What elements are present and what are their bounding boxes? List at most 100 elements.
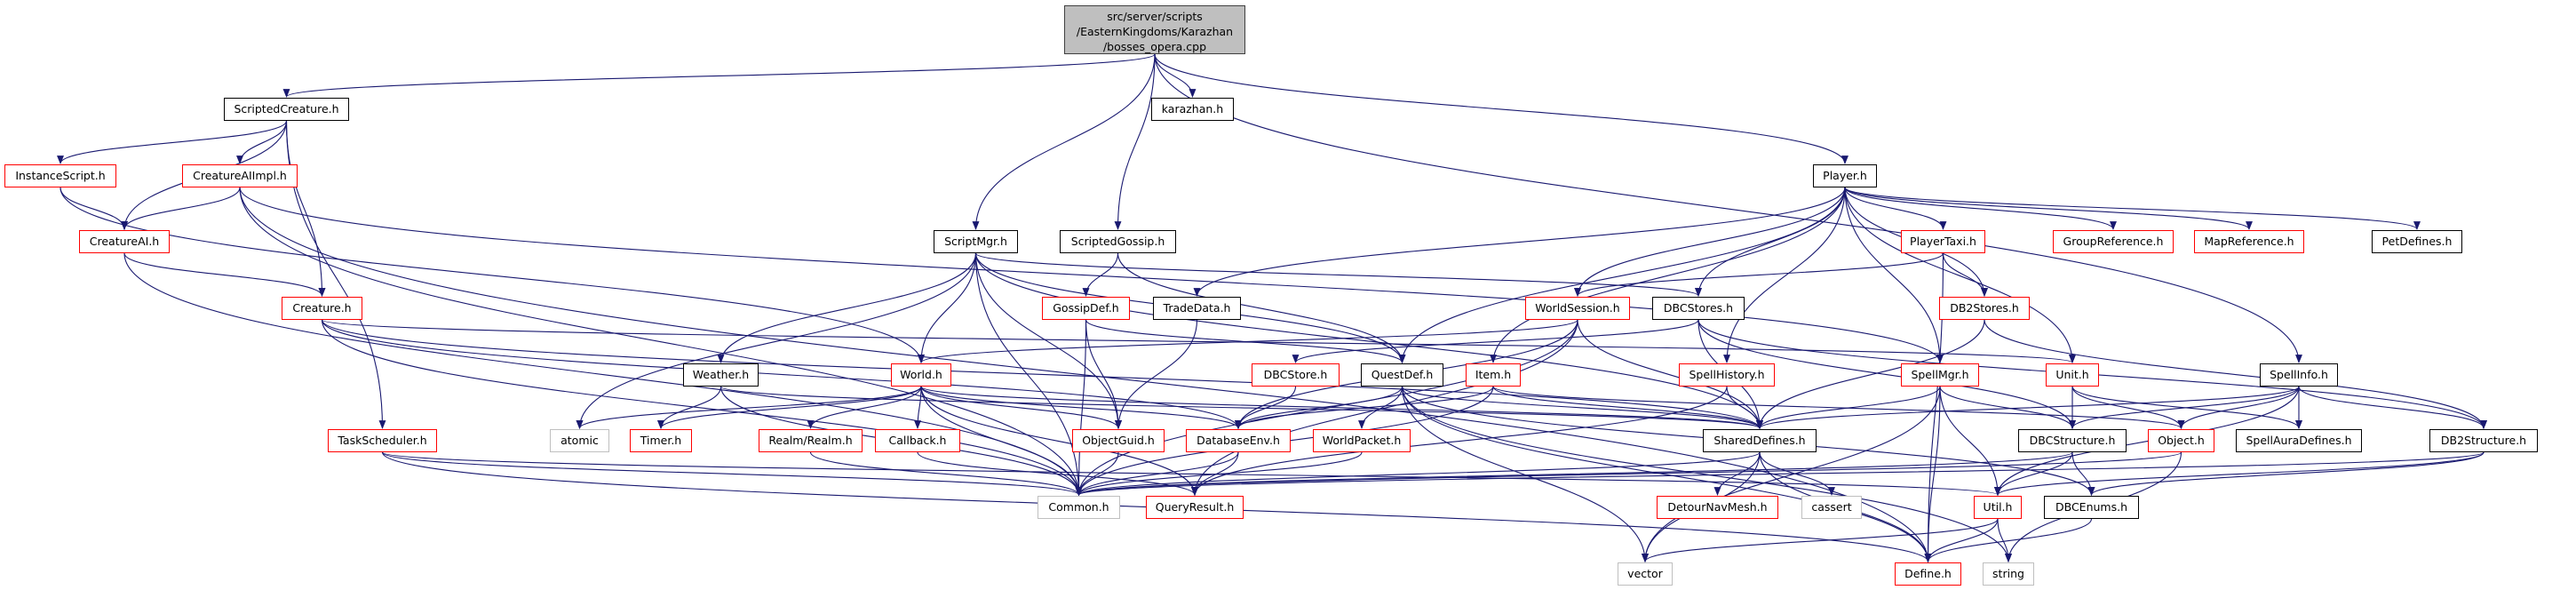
edge-spellmgr-to-dbcstructure	[1939, 386, 2076, 429]
edge-scriptmgr-to-weather	[717, 252, 977, 363]
node-taskscheduler[interactable]: TaskScheduler.h	[328, 429, 437, 452]
node-scriptmgr[interactable]: ScriptMgr.h	[934, 230, 1018, 253]
edge-spellhistory-to-queryresult	[1191, 386, 1728, 496]
edge-playertaxi-to-db2stores	[1942, 252, 1988, 297]
node-dbcstore[interactable]: DBCStore.h	[1252, 363, 1340, 387]
edge-taskscheduler-to-common	[381, 451, 1083, 496]
edge-root-to-scriptedgossip	[1114, 53, 1156, 230]
node-dbcenums[interactable]: DBCEnums.h	[2044, 496, 2139, 519]
node-worldsession[interactable]: WorldSession.h	[1525, 297, 1630, 320]
node-mapreference[interactable]: MapReference.h	[2194, 230, 2304, 253]
node-creatureaiimpl[interactable]: CreatureAIImpl.h	[182, 164, 298, 187]
edge-callback-to-queryresult	[917, 451, 1198, 496]
edge-creatureaiimpl-to-common	[239, 187, 1083, 496]
node-detournavmesh[interactable]: DetourNavMesh.h	[1657, 496, 1778, 519]
edge-db2structure-to-util	[1994, 451, 2485, 496]
edge-scriptmgr-to-objectguid	[974, 252, 1122, 429]
edge-item-to-databaseenv	[1235, 386, 1494, 429]
node-groupreference[interactable]: GroupReference.h	[2053, 230, 2174, 253]
node-weather[interactable]: Weather.h	[683, 363, 759, 387]
node-util[interactable]: Util.h	[1974, 496, 2022, 519]
edge-questdef-to-define	[1401, 386, 1932, 562]
edge-worldsession-to-common	[1075, 319, 1578, 496]
edge-spellinfo-to-object	[2177, 386, 2300, 429]
edge-world-to-objectguid	[920, 386, 1122, 429]
node-atomic[interactable]: atomic	[550, 429, 609, 452]
node-petdefines[interactable]: PetDefines.h	[2372, 230, 2462, 253]
node-unit[interactable]: Unit.h	[2046, 363, 2099, 387]
edge-shareddefines-to-detournavmesh	[1713, 451, 1761, 496]
edge-root-to-scriptmgr	[972, 53, 1156, 230]
edge-scriptmgr-to-world	[918, 252, 977, 363]
node-dbcstructure[interactable]: DBCStructure.h	[2018, 429, 2127, 452]
node-creatureai[interactable]: CreatureAI.h	[79, 230, 170, 253]
node-questdef[interactable]: QuestDef.h	[1361, 363, 1443, 387]
node-spellmgr[interactable]: SpellMgr.h	[1901, 363, 1979, 387]
node-player[interactable]: Player.h	[1813, 164, 1877, 187]
edge-item-to-shareddefines	[1492, 386, 1763, 429]
node-instancescript[interactable]: InstanceScript.h	[4, 164, 116, 187]
node-callback[interactable]: Callback.h	[875, 429, 960, 452]
edge-player-to-unit	[1844, 187, 2076, 363]
edge-playertaxi-to-worldsession	[1574, 252, 1944, 297]
node-define[interactable]: Define.h	[1895, 562, 1961, 586]
edge-db2structure-to-dbcenums	[2087, 451, 2485, 496]
edge-gossipdef-to-objectguid	[1085, 319, 1122, 429]
node-world[interactable]: World.h	[891, 363, 951, 387]
edge-root-to-scriptedcreature	[282, 53, 1156, 98]
edge-root-to-karazhan	[1154, 53, 1197, 98]
node-spellauradefines[interactable]: SpellAuraDefines.h	[2236, 429, 2362, 452]
node-scriptedgossip[interactable]: ScriptedGossip.h	[1060, 230, 1176, 253]
edge-db2structure-to-common	[1076, 451, 2485, 496]
edge-scriptmgr-to-atomic	[576, 252, 977, 429]
edge-scriptedcreature-to-instancescript	[57, 120, 288, 164]
edge-spellinfo-to-db2structure	[2298, 386, 2487, 429]
edge-object-to-common	[1076, 451, 2182, 496]
node-vector[interactable]: vector	[1618, 562, 1673, 586]
node-db2structure[interactable]: DB2Structure.h	[2429, 429, 2538, 452]
edge-item-to-object	[1492, 386, 2185, 429]
edge-spellmgr-to-vector	[1642, 386, 1941, 562]
edge-spellmgr-to-shareddefines	[1756, 386, 1941, 429]
edge-player-to-spellmgr	[1844, 187, 1944, 363]
node-string[interactable]: string	[1983, 562, 2034, 586]
node-common[interactable]: Common.h	[1038, 496, 1120, 519]
edge-player-to-mapreference	[1844, 187, 2253, 230]
edge-world-to-timer	[657, 386, 922, 429]
edge-spellinfo-to-dbcstructure	[2069, 386, 2300, 429]
edge-util-to-string	[1997, 518, 2012, 562]
node-realm[interactable]: Realm/Realm.h	[759, 429, 863, 452]
edge-instancescript-to-creatureai	[60, 187, 128, 230]
node-creature[interactable]: Creature.h	[282, 297, 362, 320]
node-playertaxi[interactable]: PlayerTaxi.h	[1901, 230, 1985, 253]
node-gossipdef[interactable]: GossipDef.h	[1042, 297, 1130, 320]
node-dbcstores[interactable]: DBCStores.h	[1652, 297, 1745, 320]
edge-realm-to-common	[809, 451, 1083, 496]
node-spellhistory[interactable]: SpellHistory.h	[1679, 363, 1775, 387]
node-cassert[interactable]: cassert	[1801, 496, 1862, 519]
node-databaseenv[interactable]: DatabaseEnv.h	[1186, 429, 1291, 452]
edge-root-to-player	[1154, 53, 1849, 164]
node-root[interactable]: src/server/scripts /EasternKingdoms/Kara…	[1064, 5, 1245, 54]
node-worldpacket[interactable]: WorldPacket.h	[1313, 429, 1411, 452]
edge-dbcstores-to-dbcstructure	[1697, 319, 2076, 429]
node-objectguid[interactable]: ObjectGuid.h	[1072, 429, 1165, 452]
node-timer[interactable]: Timer.h	[630, 429, 692, 452]
edge-world-to-databaseenv	[920, 386, 1242, 429]
node-item[interactable]: Item.h	[1466, 363, 1521, 387]
node-shareddefines[interactable]: SharedDefines.h	[1703, 429, 1817, 452]
edge-scriptedcreature-to-creature	[285, 120, 326, 297]
node-object[interactable]: Object.h	[2148, 429, 2214, 452]
edge-questdef-to-shareddefines	[1401, 386, 1763, 429]
node-karazhan[interactable]: karazhan.h	[1151, 98, 1234, 121]
node-scriptedcreature[interactable]: ScriptedCreature.h	[224, 98, 349, 121]
edge-player-to-worldsession	[1574, 187, 1846, 297]
edge-scriptmgr-to-common	[974, 252, 1083, 496]
node-db2stores[interactable]: DB2Stores.h	[1939, 297, 2030, 320]
node-queryresult[interactable]: QueryResult.h	[1146, 496, 1244, 519]
node-tradedata[interactable]: TradeData.h	[1153, 297, 1241, 320]
edge-db2stores-to-db2structure	[1984, 319, 2487, 429]
node-spellinfo[interactable]: SpellInfo.h	[2260, 363, 2338, 387]
edge-worldsession-to-world	[918, 319, 1578, 363]
